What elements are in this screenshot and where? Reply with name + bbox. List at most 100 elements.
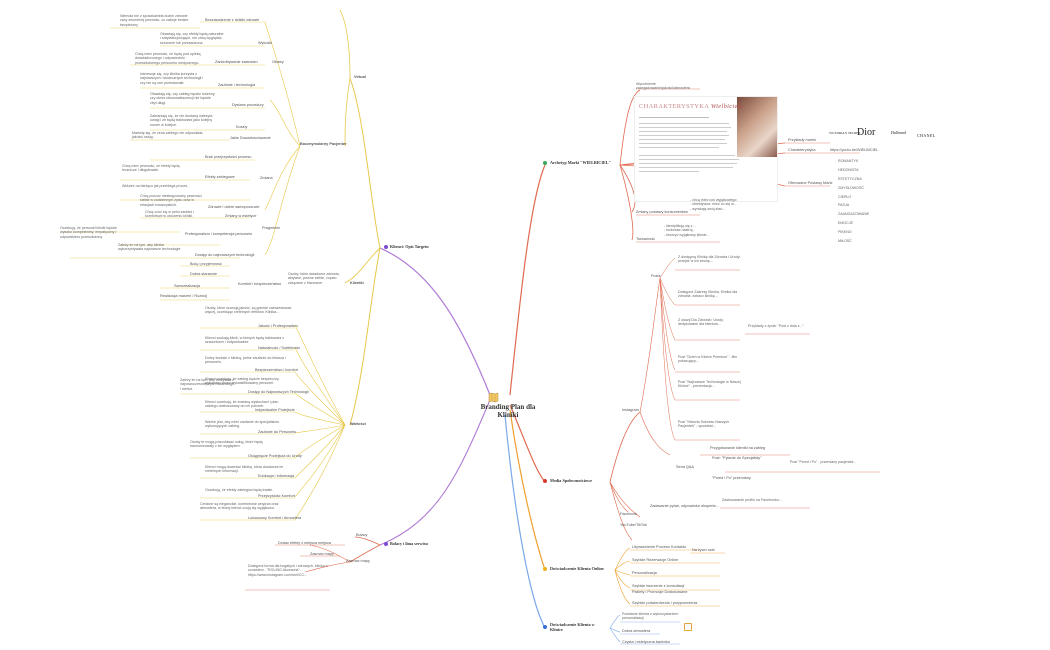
leaf-label[interactable]: Dobra atmosfera	[622, 629, 651, 633]
leaf-label[interactable]: Obawy	[272, 60, 284, 64]
leaf-label[interactable]: Zaufanie i technologia	[218, 83, 256, 87]
branch-klienci[interactable]: Klienci: Opis Targetu	[390, 244, 429, 249]
leaf-label[interactable]: "Przed i Po" przemiany	[712, 476, 751, 480]
leaf-label[interactable]: Efekty zabiegowe	[205, 175, 235, 179]
leaf-label[interactable]: Bolą i przyjemność	[190, 262, 222, 266]
leaf-label[interactable]: Bolacy	[356, 533, 368, 537]
leaf-label[interactable]: Samorealizacja	[174, 284, 200, 288]
leaf-label[interactable]: Profesjonalizm i kompetencja personelu	[185, 232, 253, 236]
leaf-text[interactable]: Osoby, które świadome zdrowia, aktywne, …	[288, 272, 340, 285]
leaf-label[interactable]: Personalizacja	[632, 571, 657, 575]
node-klientki[interactable]: Klientki	[350, 281, 364, 285]
leaf-label[interactable]: Dostęp do Najnowszych Technologii	[248, 390, 309, 394]
leaf-label[interactable]: Dystans procedury	[232, 103, 264, 107]
leaf-label[interactable]: Zasmax mapy	[346, 559, 370, 563]
leaf-label[interactable]: Zadawanie pytań, odpowiedzi eksperta...	[650, 504, 719, 508]
leaf-text[interactable]: Klienci oczekują, że zostaną wysłuchani …	[205, 400, 279, 409]
node-facebook[interactable]: Facebook	[620, 512, 637, 516]
leaf-label[interactable]: Edukacja i Informacja	[258, 474, 295, 478]
leaf-text[interactable]: Niemola nie z sposzkaniela duzim zdrowie…	[120, 14, 189, 27]
leaf-label[interactable]: Brak przejrzystości procesu	[205, 155, 252, 159]
branch-klinika[interactable]: Doświadczenie Klienta w Klinice	[550, 622, 595, 632]
leaf-label[interactable]: Osiągnięcie Podejścia do Urody	[248, 454, 302, 458]
leaf-text[interactable]: Zależy im na tym, aby klinika wykorzysty…	[118, 243, 182, 252]
leaf-text[interactable]: Widzieć na bieżąco jak przebiega proces.	[122, 184, 189, 188]
leaf-text[interactable]: Zabraniają się, że nie dostaną nalezyta …	[150, 114, 213, 127]
leaf-label[interactable]: Indywidualne Podejście	[255, 408, 295, 412]
leaf-label[interactable]: Usprawnienie Procesu Kontaktu	[632, 545, 687, 549]
leaf-label[interactable]: Pragnienie	[262, 226, 281, 230]
leaf-text[interactable]: Chcą poczuć nieskrępowany pewności siebi…	[140, 194, 202, 207]
leaf-label[interactable]: Post: "Pytanie do Specjalisty"	[712, 456, 762, 460]
leaf-label[interactable]: Zasmax mapy	[310, 552, 334, 556]
leaf-label[interactable]: Zaniedbywanie zastosien	[215, 60, 258, 64]
leaf-text[interactable]: Interesuje się, czy klinika korzysta z n…	[140, 72, 204, 85]
leaf-text[interactable]: Z okazji Dla Zdrowia i Urody, dedykowane…	[678, 318, 724, 327]
node-instagram[interactable]: Instagram	[622, 408, 639, 412]
leaf-text[interactable]: Klienci oczekują, że zabieg będzie bezpi…	[205, 377, 280, 386]
leaf-text[interactable]: Z dostępną Klinikę dla Zdrowia i Urody: …	[678, 255, 741, 264]
central-topic[interactable]: Branding Plan dla Kliniki	[480, 403, 536, 419]
leaf-label[interactable]: Przejrzystość Komfort	[258, 494, 295, 498]
leaf-label[interactable]: Seria Q&A	[676, 465, 694, 469]
node-oferowane[interactable]: Oferowane Postawy Marki	[788, 181, 833, 185]
node-przyklady-marek[interactable]: Przykłady marek	[788, 138, 817, 142]
node-boczne[interactable]: Bocznymolarny Pacjenter	[300, 142, 347, 146]
leaf-label[interactable]: Szybkie potwierdzenia i przypomnienia	[632, 601, 698, 605]
leaf-label[interactable]: Realizacja marzeń / Rozwój	[160, 294, 207, 298]
leaf-label[interactable]: Bezzasadzenie z dzikiki zdrowie	[205, 18, 260, 22]
leaf-text[interactable]: Obawiają się, czy efekty będą naturalne …	[160, 32, 224, 45]
leaf-label[interactable]: Komfort i bezpieczeństwo	[238, 282, 282, 286]
leaf-text[interactable]: Osoby te mogą poszukiwać usług, które bę…	[190, 440, 263, 449]
leaf-label[interactable]: Szybkie Rezerwacje Online	[632, 558, 679, 562]
leaf-text[interactable]: Post "Dzień w Klinice Premium" - film po…	[678, 355, 738, 364]
leaf-label[interactable]: Zdrowie i dobre samopoczucie	[208, 205, 260, 209]
leaf-text[interactable]: Oczekują, że personel kliniki będzie wys…	[60, 226, 117, 239]
leaf-label[interactable]: Zmiany w estetyce	[225, 214, 257, 218]
leaf-label[interactable]: Zaufanie do Personelu	[258, 430, 297, 434]
leaf-label[interactable]: Luksusowy Komfort i Atmosfera	[248, 516, 302, 520]
leaf-text[interactable]: - chcą mieć coś wyjątkowego - obiektywna…	[690, 198, 737, 211]
leaf-label[interactable]: Naturalność / Subtelność	[258, 346, 301, 350]
leaf-text[interactable]: Obawiają się, czy zabieg będzie bolesny,…	[150, 92, 216, 105]
leaf-label[interactable]: Jakie Dowartosciowanie	[230, 136, 271, 140]
leaf-text[interactable]: Post "Najnowsze Technologie w Naszej Kli…	[678, 380, 741, 389]
leaf-text[interactable]: Martwię się, że cena zabiegu nie odpowia…	[132, 131, 203, 140]
leaf-text[interactable]: Dostępne Zakresy Klinika, Klinika dla zd…	[678, 290, 738, 299]
leaf-label[interactable]: Dodac efekty z miejsca miejsca	[278, 541, 331, 545]
link-text[interactable]: https://youtu.be/WIELBICIEL	[830, 148, 879, 152]
leaf-text[interactable]: Osoby, które szanują jakość, są gotowe z…	[205, 306, 292, 315]
node-youtube[interactable]: YouTube/TikTok	[620, 523, 647, 527]
leaf-label[interactable]: Bezpieczeństwo i komfort	[255, 368, 299, 372]
leaf-text[interactable]: Wyróżnienie zaangażowanie/jakości/atmosf…	[636, 82, 690, 91]
leaf-text[interactable]: - identyfikują się z ... - budować nastr…	[664, 224, 710, 237]
branch-media[interactable]: Media Społecznościowe	[550, 478, 592, 483]
leaf-label[interactable]: Wykoski	[258, 41, 273, 45]
leaf-text[interactable]: Oczekują, że efekty zabiegów będą trwałe…	[205, 488, 274, 492]
leaf-label[interactable]: Przygotowanie klientki na zabieg	[710, 446, 766, 450]
leaf-label[interactable]: Koszty	[236, 125, 248, 129]
node-charakterystyka[interactable]: Charakterystyka	[788, 148, 816, 152]
leaf-text[interactable]: Dostępna forma dla bogatych i zdrowych, …	[248, 564, 328, 577]
leaf-text[interactable]: Chcą mieć pewność, że efekty będą leczni…	[122, 164, 180, 173]
node-virtual[interactable]: Virtual	[354, 75, 366, 79]
leaf-text[interactable]: Zastosowanie profilu na Facebooku...	[722, 498, 782, 502]
leaf-label[interactable]: Na żywo czat	[692, 548, 715, 552]
leaf-text[interactable]: Chcą czuć się w pełni zaufani i komforto…	[145, 210, 194, 219]
leaf-label[interactable]: Jakość i Profesjonalizm	[258, 324, 298, 328]
leaf-text[interactable]: Post "Historia Sukcesu Naszych Pacjentek…	[678, 420, 730, 429]
leaf-label[interactable]: Czysta i estetyczna łazienka	[622, 640, 670, 644]
node-zmiany[interactable]: Zmiany postawy konsumentów	[636, 210, 688, 214]
node-wartosci[interactable]: Wartości	[350, 422, 366, 426]
leaf-label[interactable]: Dobra starannie	[190, 272, 218, 276]
leaf-text[interactable]: Chcą mieć pewność, że będą pod opieką do…	[135, 52, 201, 65]
leaf-text[interactable]: Przykłady z życia: "Post z dnia z..."	[748, 324, 804, 328]
branch-online[interactable]: Doświadczenie Klienta Online	[550, 566, 604, 571]
node-tozsamosc[interactable]: Tożsamość	[636, 237, 655, 241]
leaf-text[interactable]: Zależy im na tym, aby korzystać z najnow…	[180, 378, 234, 391]
branch-archetyp[interactable]: Archetyp Marki "WIELBICIEL"	[550, 160, 611, 165]
leaf-text[interactable]: Klienci mogą doceniać klinikę, która dos…	[205, 465, 284, 474]
leaf-text[interactable]: Dobry kontakt z kliniką, pełne zaufanie …	[205, 356, 286, 365]
leaf-label[interactable]: Pakiety i Promocje Dostosowane	[632, 590, 688, 594]
leaf-text[interactable]: Ważne jest, aby mieć zaufanie do specjal…	[205, 420, 279, 429]
